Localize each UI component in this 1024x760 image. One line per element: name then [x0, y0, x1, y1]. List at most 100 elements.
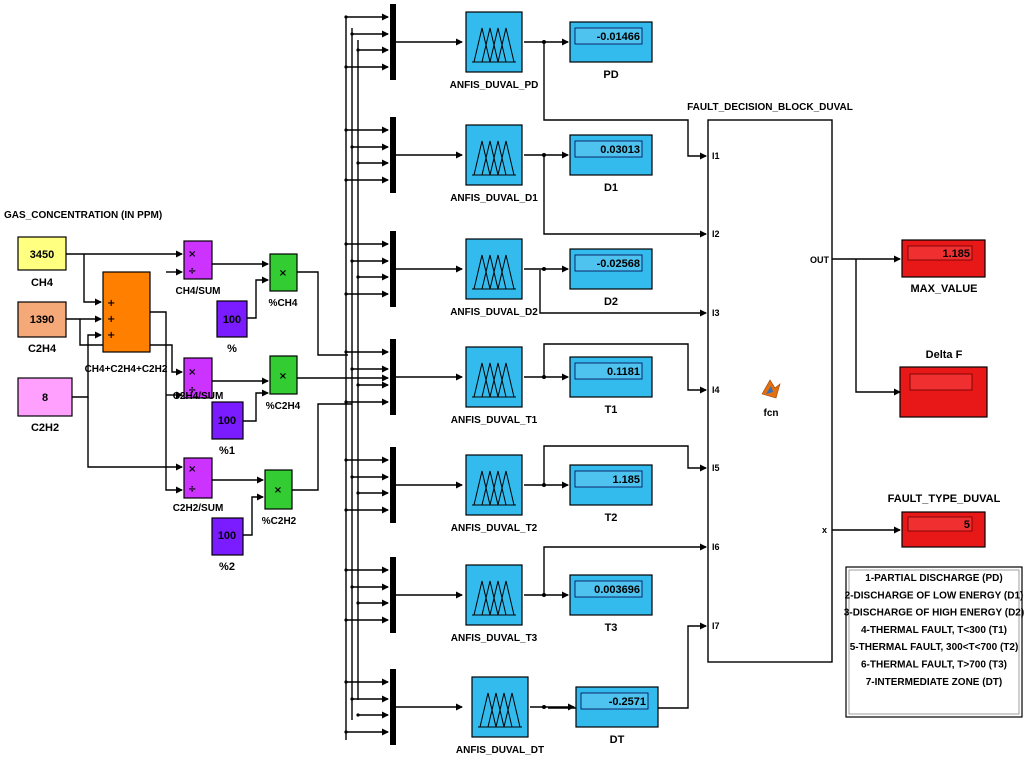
mux-bar-2[interactable] [390, 117, 396, 193]
port-i5: I5 [712, 463, 720, 473]
anfis-block-t3[interactable]: ANFIS_DUVAL_T3 [451, 564, 538, 644]
gain-block-1-value: 100 [223, 314, 241, 326]
svg-text:+: + [107, 330, 115, 341]
port-i4: I4 [712, 385, 720, 395]
fault-decision-title: FAULT_DECISION_BLOCK_DUVAL [687, 102, 853, 113]
legend-item: 1-PARTIAL DISCHARGE (PD) [865, 573, 1002, 584]
display-label: T3 [605, 622, 618, 634]
anfis-block-dt[interactable]: ANFIS_DUVAL_DT [456, 676, 544, 756]
sum-block-c2h2[interactable]: ×÷ C2H2/SUM [173, 457, 224, 514]
svg-text:÷: ÷ [188, 484, 196, 495]
max-value-label: MAX_VALUE [910, 283, 977, 295]
product-block-ch4-label: %CH4 [269, 298, 298, 309]
display-value: 0.1181 [607, 366, 640, 378]
constant-c2h4-label: C2H4 [28, 343, 57, 355]
anfis-name: ANFIS_DUVAL_PD [450, 80, 539, 91]
svg-text:×: × [279, 371, 287, 382]
display-value: 1.185 [612, 474, 640, 486]
anfis-name: ANFIS_DUVAL_T1 [451, 415, 538, 426]
constant-ch4-value: 3450 [30, 249, 54, 261]
anfis-block-t2[interactable]: ANFIS_DUVAL_T2 [451, 454, 538, 534]
product-block-c2h4[interactable]: × %C2H4 [266, 355, 301, 412]
port-x: x [822, 525, 827, 535]
constant-c2h2[interactable]: 8 C2H2 [17, 377, 73, 434]
port-i7: I7 [712, 621, 720, 631]
sum-block-c2h4-label: C2H4/SUM [173, 391, 224, 402]
display-value: 0.03013 [600, 144, 640, 156]
constant-ch4-label: CH4 [31, 277, 54, 289]
port-i1: I1 [712, 151, 720, 161]
anfis-block-pd[interactable]: ANFIS_DUVAL_PD [450, 11, 539, 91]
mux-bar-6[interactable] [390, 557, 396, 633]
display-value: 0.003696 [594, 584, 640, 596]
fault-type-display[interactable]: FAULT_TYPE_DUVAL 5 [888, 493, 1001, 548]
product-block-c2h4-label: %C2H4 [266, 401, 301, 412]
delta-f-display[interactable]: Delta F [899, 349, 988, 418]
signal-wires [66, 13, 901, 740]
product-block-ch4[interactable]: × %CH4 [269, 253, 298, 309]
mux-bar-7[interactable] [390, 669, 396, 745]
svg-text:×: × [188, 464, 196, 475]
legend-item: 5-THERMAL FAULT, 300<T<700 (T2) [850, 642, 1019, 653]
display-label: DT [610, 734, 625, 746]
display-label: T2 [605, 512, 618, 524]
svg-text:×: × [274, 485, 282, 496]
anfis-block-d1[interactable]: ANFIS_DUVAL_D1 [450, 124, 538, 204]
constant-c2h2-value: 8 [42, 392, 48, 404]
constant-c2h2-label: C2H2 [31, 422, 59, 434]
sum-block-ch4[interactable]: ×÷ CH4/SUM [175, 240, 221, 297]
sum-block-c2h4[interactable]: ×÷ C2H4/SUM [173, 357, 224, 402]
membership-function-icon [472, 470, 516, 506]
membership-function-icon [472, 362, 516, 398]
legend-item: 4-THERMAL FAULT, T<300 (T1) [861, 625, 1007, 636]
display-label: D2 [604, 296, 618, 308]
legend-item: 6-THERMAL FAULT, T>700 (T3) [861, 660, 1007, 671]
mux-bar-4[interactable] [390, 339, 396, 415]
anfis-name: ANFIS_DUVAL_T2 [451, 523, 538, 534]
display-value: -0.02568 [597, 258, 640, 270]
anfis-name: ANFIS_DUVAL_T3 [451, 633, 538, 644]
fault-type-reading: 5 [964, 519, 970, 531]
port-out: OUT [810, 255, 830, 265]
membership-function-icon [472, 140, 516, 176]
max-value-reading: 1.185 [942, 248, 970, 260]
membership-function-icon [478, 692, 522, 728]
product-block-c2h2[interactable]: × %C2H2 [262, 469, 297, 527]
anfis-block-d2[interactable]: ANFIS_DUVAL_D2 [450, 238, 538, 318]
fcn-label: fcn [764, 408, 779, 419]
gain-block-1-label: % [227, 343, 237, 355]
gain-block-2[interactable]: 100 %1 [211, 401, 244, 457]
anfis-block-t1[interactable]: ANFIS_DUVAL_T1 [451, 346, 538, 426]
port-i3: I3 [712, 308, 720, 318]
mux-bar-5[interactable] [390, 447, 396, 523]
anfis-name: ANFIS_DUVAL_DT [456, 745, 544, 756]
svg-text:÷: ÷ [188, 266, 196, 277]
gain-block-1[interactable]: 100 % [216, 300, 248, 355]
gas-concentration-label: GAS_CONCENTRATION (IN PPM) [4, 210, 162, 221]
fault-type-legend: 1-PARTIAL DISCHARGE (PD)2-DISCHARGE OF L… [844, 566, 1024, 718]
display-label: D1 [604, 182, 618, 194]
gain-block-3[interactable]: 100 %2 [211, 517, 244, 573]
display-label: T1 [605, 404, 618, 416]
constant-c2h4[interactable]: 1390 C2H4 [17, 301, 67, 355]
fault-decision-block[interactable]: FAULT_DECISION_BLOCK_DUVAL I1I2I3I4I5I6I… [687, 102, 853, 663]
fault-type-label: FAULT_TYPE_DUVAL [888, 493, 1001, 505]
mux-bar-3[interactable] [390, 231, 396, 307]
product-block-c2h2-label: %C2H2 [262, 516, 297, 527]
svg-text:+: + [107, 314, 115, 325]
port-i6: I6 [712, 542, 720, 552]
svg-text:÷: ÷ [188, 385, 196, 396]
constant-ch4[interactable]: 3450 CH4 [17, 236, 67, 289]
svg-text:+: + [107, 298, 115, 309]
mux-bar-1[interactable] [390, 4, 396, 80]
total-sum-block[interactable]: + + + CH4+C2H4+C2H2 [85, 271, 168, 375]
max-value-display[interactable]: 1.185 MAX_VALUE [901, 239, 986, 295]
